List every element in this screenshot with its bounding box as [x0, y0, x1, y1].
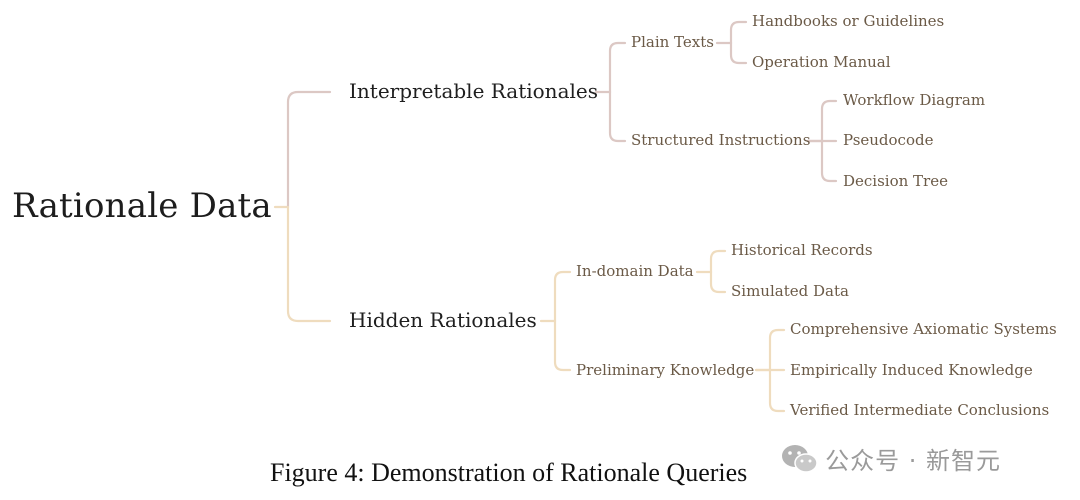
watermark: 公众号 · 新智元 [780, 441, 1001, 476]
preliminary-bracket-upper-arm [768, 328, 786, 372]
node-structured-instructions: Structured Instructions [631, 131, 811, 149]
leaf-pseudocode: Pseudocode [843, 131, 934, 149]
leaf-decision-tree: Decision Tree [843, 172, 948, 190]
root-lower-arm [286, 205, 332, 323]
interpretable-bracket-upper-arm [608, 41, 627, 94]
in-domain-bracket-lower-arm [709, 270, 727, 294]
leaf-empirically-induced-knowledge: Empirically Induced Knowledge [790, 361, 1033, 379]
leaf-comprehensive-axiomatic-systems: Comprehensive Axiomatic Systems [790, 320, 1057, 338]
leaf-historical-records: Historical Records [731, 241, 873, 259]
branch-interpretable-rationales: Interpretable Rationales [349, 79, 598, 103]
figure-caption: Figure 4: Demonstration of Rationale Que… [270, 458, 748, 487]
leaf-handbooks-or-guidelines: Handbooks or Guidelines [752, 12, 945, 30]
hidden-bracket-lower-arm [553, 319, 572, 372]
node-preliminary-knowledge: Preliminary Knowledge [576, 361, 755, 379]
plain-texts-bracket-upper-arm [729, 20, 748, 45]
structured-bracket-upper-arm [820, 99, 838, 143]
node-plain-texts: Plain Texts [631, 33, 714, 51]
structured-bracket-lower-arm [820, 139, 838, 183]
preliminary-bracket-lower-arm [768, 368, 786, 413]
leaf-simulated-data: Simulated Data [731, 282, 849, 300]
leaf-verified-intermediate-conclusions: Verified Intermediate Conclusions [790, 401, 1050, 419]
root-upper-arm [286, 90, 332, 209]
leaf-workflow-diagram: Workflow Diagram [843, 91, 986, 109]
root-node: Rationale Data [12, 186, 272, 226]
interpretable-bracket-lower-arm [608, 90, 627, 143]
watermark-text: 公众号 · 新智元 [825, 447, 1001, 475]
plain-texts-bracket-lower-arm [729, 41, 748, 65]
in-domain-bracket-upper-arm [709, 249, 727, 274]
leaf-operation-manual: Operation Manual [752, 53, 891, 71]
hidden-bracket-upper-arm [553, 270, 572, 323]
branch-hidden-rationales: Hidden Rationales [349, 308, 537, 332]
node-in-domain-data: In-domain Data [576, 262, 694, 280]
wechat-icon [782, 444, 818, 473]
